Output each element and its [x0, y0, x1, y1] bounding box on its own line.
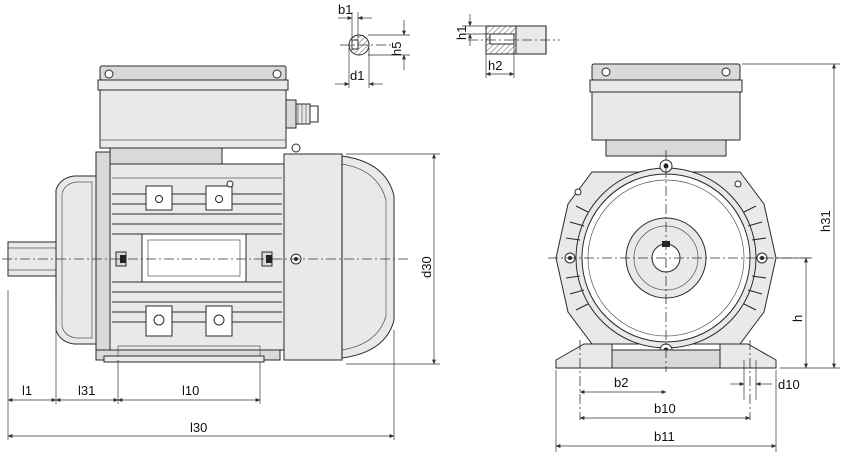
fan-cover: [283, 143, 395, 361]
screw-icon: [272, 69, 282, 79]
screw-icon: [104, 69, 114, 79]
svg-text:h1: h1: [454, 26, 469, 40]
svg-text:b11: b11: [654, 429, 675, 444]
dimension-l31: l31: [55, 360, 119, 404]
dimension-b10: b10: [579, 401, 751, 420]
side-view: l1 l31 l10 l30 d30: [2, 65, 440, 440]
screw-icon: [291, 143, 301, 153]
svg-text:h: h: [790, 315, 805, 322]
nameplate: [141, 233, 247, 283]
screw-icon: [601, 67, 611, 77]
stator-body: [109, 163, 285, 351]
dimension-h: h: [776, 257, 812, 369]
svg-text:h31: h31: [818, 210, 833, 232]
svg-text:l10: l10: [182, 383, 199, 398]
svg-text:b2: b2: [614, 375, 628, 390]
front-view: h31 h b2 b10 b11 d: [548, 63, 840, 452]
svg-text:d10: d10: [778, 377, 800, 392]
svg-text:b10: b10: [654, 401, 676, 416]
svg-text:d1: d1: [350, 68, 364, 83]
dimension-b11: b11: [555, 370, 777, 452]
svg-text:h2: h2: [488, 58, 502, 73]
terminal-box: [97, 65, 319, 165]
foot-front: [555, 343, 777, 369]
foot: [95, 345, 281, 363]
dimension-l1: l1: [7, 290, 57, 440]
svg-text:d30: d30: [419, 256, 434, 278]
keyway-detail: h1 h2: [454, 14, 560, 78]
terminal-box-front: [589, 63, 743, 157]
dimension-d30: d30: [346, 153, 440, 365]
svg-text:l1: l1: [22, 383, 32, 398]
dimension-h31: h31: [742, 63, 840, 369]
cable-gland: [285, 99, 297, 129]
dimension-l30: l30: [7, 330, 395, 440]
svg-text:l30: l30: [190, 420, 207, 435]
svg-text:l31: l31: [78, 383, 95, 398]
dimension-b2: b2: [579, 375, 667, 394]
svg-text:h5: h5: [389, 42, 404, 56]
svg-text:b1: b1: [338, 2, 352, 17]
dimension-d10: d10: [730, 360, 800, 400]
dimension-l10: l10: [117, 362, 261, 404]
front-end-shield: [55, 151, 111, 355]
shaft-key-section: b1 h5 d1: [335, 2, 410, 88]
screw-icon: [721, 67, 731, 77]
